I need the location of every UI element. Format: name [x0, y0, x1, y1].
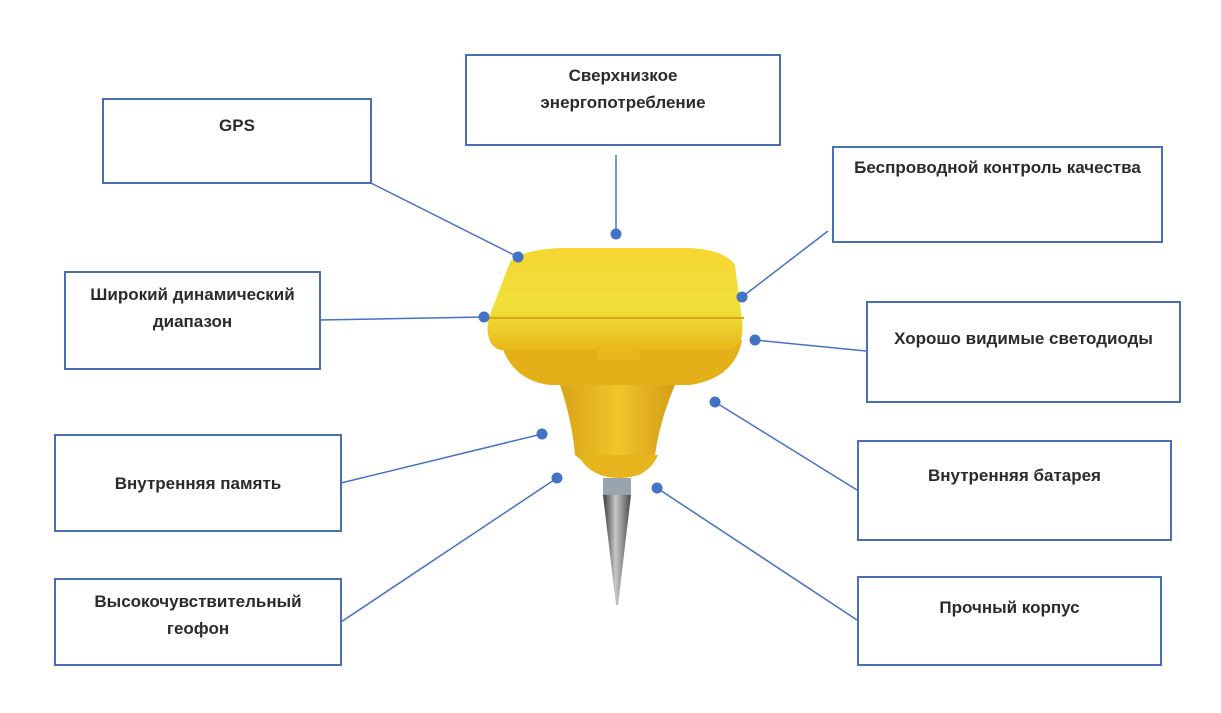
- callout-memory: Внутренняя память: [54, 434, 342, 532]
- callout-low-power: Сверхнизкое энергопотребление: [465, 54, 781, 146]
- callout-gps: GPS: [102, 98, 372, 184]
- leader-lines: [319, 155, 867, 623]
- callout-geophone: Высокочувствительный геофон: [54, 578, 342, 666]
- callout-wireless-qc-text: Беспроводной контроль качества: [854, 158, 1141, 177]
- seismic-node-device: [487, 248, 744, 605]
- anchor-dots: [478, 228, 761, 494]
- callout-housing-text: Прочный корпус: [939, 598, 1080, 617]
- callout-leds-text: Хорошо видимые светодиоды: [894, 329, 1153, 348]
- callout-battery: Внутренняя батарея: [857, 440, 1172, 541]
- callout-battery-text: Внутренняя батарея: [928, 466, 1101, 485]
- callout-dynamic-range: Широкий динамический диапазон: [64, 271, 321, 370]
- callout-memory-text: Внутренняя память: [114, 473, 282, 493]
- callout-wireless-qc: Беспроводной контроль качества: [832, 146, 1163, 243]
- callout-dynamic-range-text: Широкий динамический диапазон: [90, 285, 295, 331]
- callout-leds: Хорошо видимые светодиоды: [866, 301, 1181, 403]
- callout-low-power-text: Сверхнизкое энергопотребление: [540, 66, 706, 112]
- callout-geophone-text: Высокочувствительный геофон: [94, 592, 302, 638]
- callout-housing: Прочный корпус: [857, 576, 1162, 666]
- callout-gps-text: GPS: [219, 116, 255, 135]
